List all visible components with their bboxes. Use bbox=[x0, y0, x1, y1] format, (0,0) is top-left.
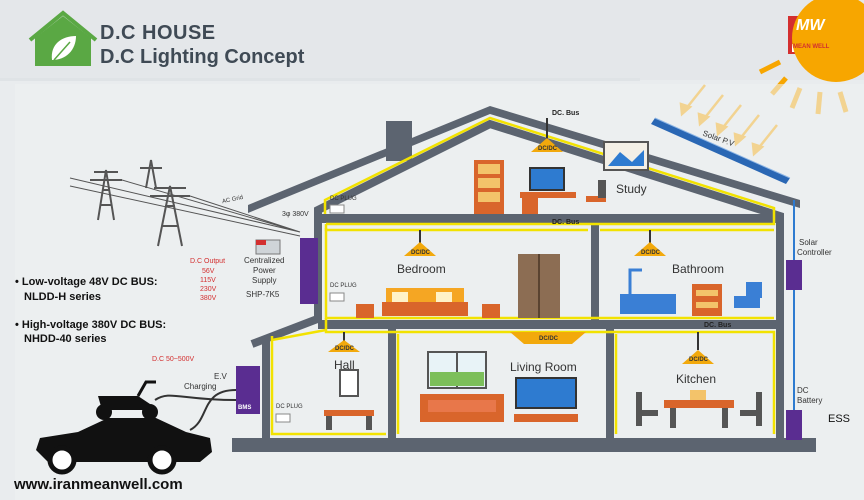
living-room-furniture bbox=[420, 351, 578, 422]
battery-label-2: Battery bbox=[797, 396, 823, 405]
dc-plug-icon bbox=[329, 204, 345, 214]
title-line2: D.C Lighting Concept bbox=[100, 46, 305, 68]
bullet-low-voltage-series: NLDD-H series bbox=[24, 291, 102, 303]
room-hall: Hall bbox=[334, 358, 355, 372]
room-bathroom: Bathroom bbox=[672, 262, 725, 276]
power-tower-icon bbox=[69, 159, 301, 247]
ev-range: D.C 50~500V bbox=[152, 356, 195, 363]
car-icon bbox=[36, 418, 212, 475]
dc-output-56v: 56V bbox=[202, 268, 215, 275]
battery-label-1: DC bbox=[797, 386, 809, 395]
dc-plug-label-hall: DC PLUG bbox=[276, 404, 303, 410]
room-study: Study bbox=[616, 182, 647, 196]
ess-label: ESS bbox=[828, 413, 851, 425]
bullet-high-voltage-series: NHDD-40 series bbox=[24, 333, 107, 345]
house-leaf-icon bbox=[28, 10, 98, 66]
dc-output-115v: 115V bbox=[200, 277, 216, 284]
bullet-low-voltage: • Low-voltage 48V DC BUS: bbox=[15, 276, 158, 288]
dc-plug-label-study: DC PLUG bbox=[330, 196, 357, 202]
ev-label-2: Charging bbox=[184, 382, 217, 391]
bedroom-furniture bbox=[356, 254, 560, 318]
solar-panel bbox=[651, 117, 791, 184]
room-living: Living Room bbox=[510, 360, 577, 374]
bms-label: BMS bbox=[238, 405, 252, 411]
scooter-icon bbox=[96, 380, 158, 420]
supply-model: SHP-7K5 bbox=[246, 290, 280, 299]
hall-furniture bbox=[324, 369, 374, 430]
dc-output-title: D.C Output bbox=[190, 258, 226, 265]
dc-output-230v: 230V bbox=[200, 286, 217, 293]
solar-controller-1: Solar bbox=[799, 238, 818, 247]
brand-logo-mark: MW bbox=[796, 17, 825, 34]
dc-bus-label-upper: DC. Bus bbox=[552, 219, 580, 226]
supply-label-2: Power bbox=[253, 266, 276, 275]
dcdc-label-hall: DC/DC bbox=[335, 346, 354, 352]
central-supply-box bbox=[300, 238, 318, 304]
phase-label: 3φ 380V bbox=[282, 211, 309, 218]
dcdc-label-bedroom: DC/DC bbox=[411, 250, 430, 256]
dc-bus-label-lower: DC. Bus bbox=[704, 322, 732, 329]
battery-box bbox=[786, 410, 802, 440]
brand-logo-subtext: MEAN WELL bbox=[793, 44, 830, 50]
solar-controller-box bbox=[786, 260, 802, 290]
supply-label-3: Supply bbox=[252, 276, 277, 285]
bathroom-furniture bbox=[620, 268, 762, 316]
study-furniture bbox=[474, 141, 649, 214]
room-kitchen: Kitchen bbox=[676, 372, 717, 386]
dcdc-label-kitchen: DC/DC bbox=[689, 357, 708, 363]
website-label: www.iranmeanwell.com bbox=[14, 476, 183, 493]
dc-output-380v: 380V bbox=[200, 295, 217, 302]
dcdc-label-bathroom: DC/DC bbox=[641, 250, 660, 256]
dcdc-label-study: DC/DC bbox=[538, 146, 557, 152]
kitchen-furniture bbox=[636, 390, 762, 428]
dcdc-lamp bbox=[328, 118, 714, 364]
ev-charger-box bbox=[236, 366, 260, 414]
title-line1: D.C HOUSE bbox=[100, 22, 216, 44]
dc-bus-label-roof: DC. Bus bbox=[552, 110, 580, 117]
dc-plug-label-bedroom: DC PLUG bbox=[330, 283, 357, 289]
dcdc-label-living: DC/DC bbox=[539, 336, 558, 342]
supply-label-1: Centralized bbox=[244, 256, 285, 265]
bullet-high-voltage: • High-voltage 380V DC BUS: bbox=[15, 319, 167, 331]
ev-label-1: E.V bbox=[214, 372, 227, 381]
room-bedroom: Bedroom bbox=[397, 262, 446, 276]
solar-controller-2: Controller bbox=[797, 248, 832, 257]
